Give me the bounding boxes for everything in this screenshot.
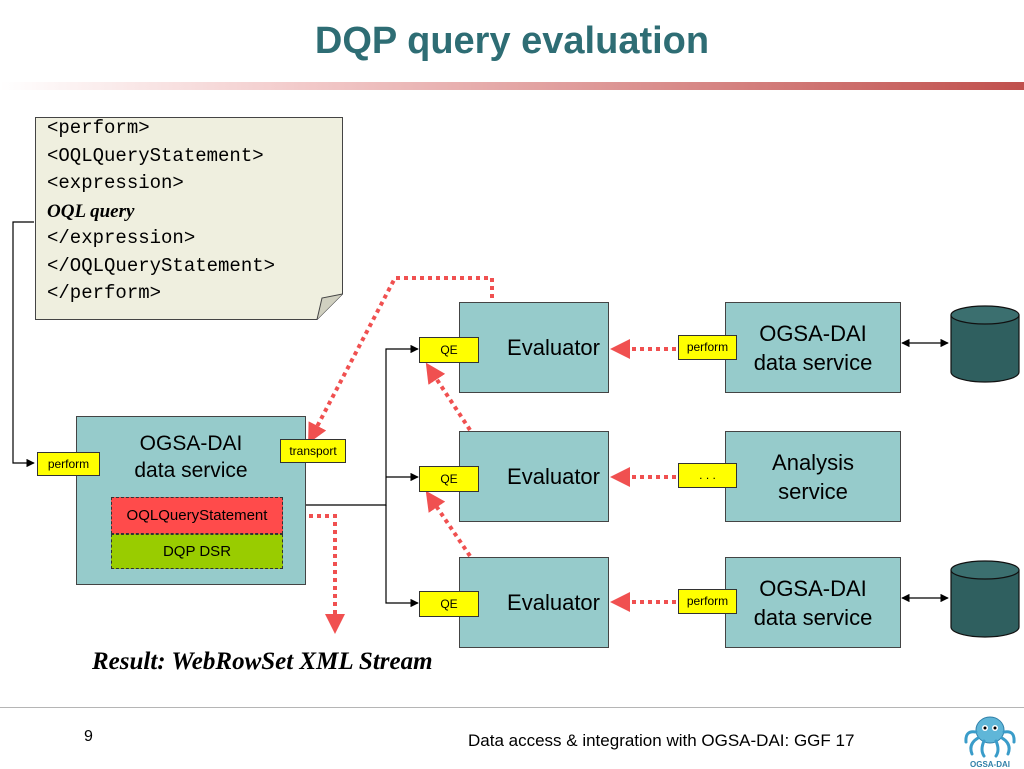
- footer-divider: [0, 707, 1024, 708]
- dqp-dsr-box: DQP DSR: [111, 534, 283, 569]
- logo-label: OGSA-DAI: [970, 760, 1010, 769]
- code-line: <perform>: [47, 117, 150, 139]
- service-label-line2: data service: [753, 350, 873, 375]
- evaluator-label: Evaluator: [507, 589, 600, 615]
- code-line: </OQLQueryStatement>: [47, 254, 276, 277]
- qe-label: QE: [440, 343, 458, 357]
- service-to-qe-bottom: [385, 505, 419, 608]
- left-perform-tag: perform: [37, 452, 100, 476]
- page-number: 9: [84, 728, 93, 745]
- oql-statement-label: OQLQueryStatement: [126, 507, 268, 524]
- service-tag-label: . . .: [699, 468, 716, 482]
- service-tag-middle: . . .: [678, 463, 737, 488]
- code-line-query: OQL query: [47, 200, 135, 222]
- evaluator-top: Evaluator: [459, 302, 609, 393]
- qe-label: QE: [440, 472, 458, 486]
- service-label-line1: Analysis: [772, 450, 854, 475]
- service-to-qe-top: [306, 344, 419, 506]
- service-label-line1: OGSA-DAI: [759, 576, 867, 601]
- right-service-top: OGSA-DAI data service: [725, 302, 901, 393]
- code-line: </expression>: [47, 227, 196, 249]
- ogsa-dai-logo: OGSA-DAI: [962, 708, 1018, 769]
- code-to-perform-connector: [12, 221, 35, 468]
- transport-flow-arrow: [308, 276, 494, 444]
- evaluator-label: Evaluator: [507, 463, 600, 489]
- result-label: Result: WebRowSet XML Stream: [92, 648, 433, 675]
- left-service-label-line1: OGSA-DAI: [139, 432, 243, 455]
- qe-tag-middle: QE: [419, 466, 479, 492]
- left-perform-label: perform: [47, 457, 90, 471]
- code-line: <expression>: [47, 172, 184, 194]
- xml-document: <perform> <OQLQueryStatement> <expressio…: [35, 117, 343, 320]
- transport-label: transport: [289, 444, 337, 458]
- service-tag-label: perform: [686, 340, 729, 354]
- evaluator-middle: Evaluator: [459, 431, 609, 522]
- right-service-bottom: OGSA-DAI data service: [725, 557, 901, 648]
- qe-label: QE: [440, 597, 458, 611]
- footer-text: Data access & integration with OGSA-DAI:…: [468, 731, 855, 750]
- right-service-middle: Analysis service: [725, 431, 901, 522]
- database-icon: [950, 560, 1020, 638]
- code-line: </perform>: [47, 282, 162, 304]
- service-label-line2: service: [778, 479, 848, 504]
- service-label-line2: data service: [753, 605, 873, 630]
- left-service-label-line2: data service: [134, 459, 248, 482]
- service-tag-label: perform: [686, 594, 729, 608]
- document-shape: [35, 117, 343, 320]
- service-tag-top: perform: [678, 335, 737, 360]
- qe-tag-bottom: QE: [419, 591, 479, 617]
- page-title: DQP query evaluation: [314, 20, 710, 62]
- service-label-line1: OGSA-DAI: [759, 321, 867, 346]
- qe-tag-top: QE: [419, 337, 479, 363]
- database-icon: [950, 305, 1020, 383]
- oql-statement-box: OQLQueryStatement: [111, 497, 283, 534]
- transport-tag: transport: [280, 439, 346, 463]
- octopus-logo-icon: [964, 716, 1016, 758]
- evaluator-bottom: Evaluator: [459, 557, 609, 648]
- evaluator-label: Evaluator: [507, 334, 600, 360]
- code-line: <OQLQueryStatement>: [47, 144, 264, 167]
- title-divider: [0, 82, 1024, 90]
- service-tag-bottom: perform: [678, 589, 737, 614]
- dqp-dsr-label: DQP DSR: [162, 543, 232, 560]
